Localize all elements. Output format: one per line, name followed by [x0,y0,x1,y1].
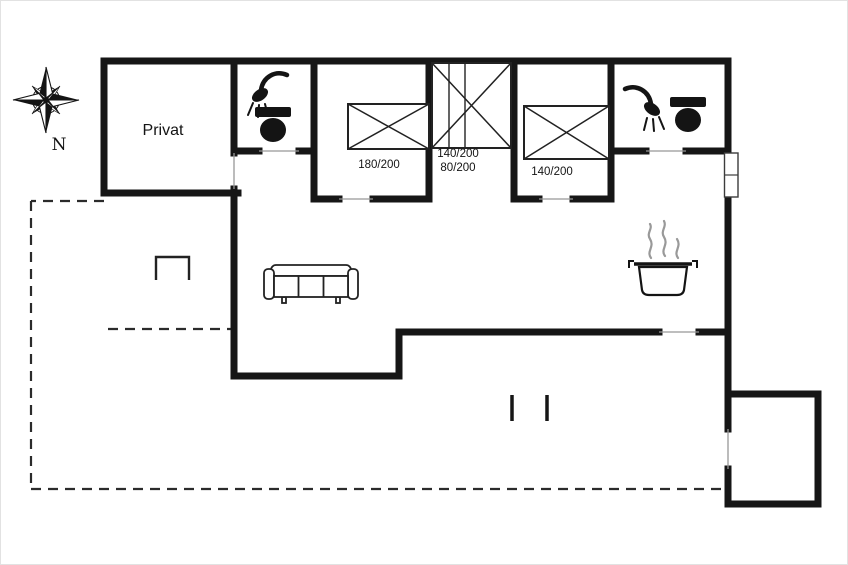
bed-symbol-double [347,103,430,150]
bed-symbol-queen [523,105,610,160]
exterior-walls [100,57,732,398]
bed-size-label: 140/200 [531,166,573,178]
bed-size-label: 180/200 [358,159,400,171]
annex-walls [724,390,822,508]
bed-size-label: 140/200 [437,148,479,160]
door-openings [233,150,729,469]
bed-symbol-bunk [431,62,512,149]
bed-size-label: 80/200 [440,162,475,174]
toilet-icon [255,107,291,142]
table-outline-icon [154,255,191,280]
shower-icon [625,87,664,131]
compass-rose-icon [13,67,79,133]
terrace-dashed-outline [29,199,724,491]
interior-walls [230,57,732,380]
toilet-icon [670,97,706,132]
compass-north-label: N [52,135,67,155]
window-symbol [723,152,739,198]
cooking-pot-steam-icon [628,219,698,297]
sofa-icon [263,264,359,304]
room-label-privat: Privat [143,122,184,139]
terrace-post-marks [510,395,549,421]
